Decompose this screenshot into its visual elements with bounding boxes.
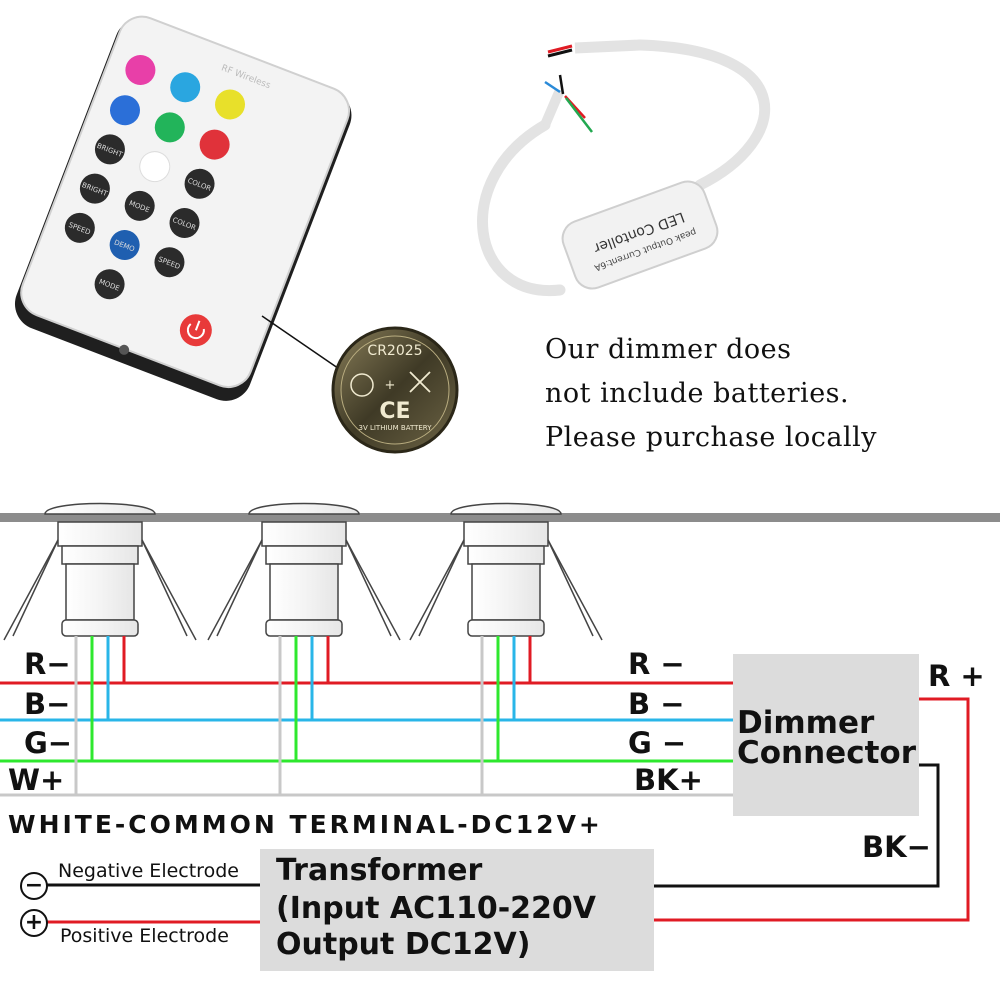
negative-symbol-icon: − [20, 872, 48, 900]
transformer-output: Output DC12V) [276, 927, 531, 962]
dimmer-title-line: Dimmer [737, 705, 875, 741]
led-controller: LED Contoller peak Output Current:6A [477, 39, 770, 296]
drop-wires [74, 636, 532, 795]
left-label-blue: B− [24, 687, 71, 721]
remote-button-demo [109, 230, 140, 261]
dimmer-connector-box: Dimmer Connector [733, 654, 919, 816]
remote-button-dark [184, 168, 215, 199]
right-label-blue: B − [628, 687, 685, 721]
ce-mark: CE [379, 399, 410, 424]
remote-button-yellow [215, 89, 246, 120]
transformer-title: Transformer [276, 853, 483, 888]
remote-button-dark [124, 190, 155, 221]
dimmer-title-line: Connector [737, 735, 916, 771]
remote-button-blue [109, 95, 140, 126]
coin-battery: CR2025 3V LITHIUM BATTERY CE + [331, 326, 459, 454]
right-label-red: R − [628, 647, 685, 681]
black-power-wire [654, 763, 940, 888]
left-label-red: R− [24, 647, 71, 681]
remote-button-dark [94, 269, 125, 300]
remote-button-green [154, 112, 185, 143]
negative-electrode-label: Negative Electrode [58, 860, 239, 882]
downlight-fixture [409, 502, 603, 641]
pointer-line [261, 315, 349, 376]
red-power-wire [654, 697, 970, 922]
remote-button-dark [169, 208, 200, 239]
power-icon [186, 323, 205, 340]
positive-electrode-label: Positive Electrode [60, 925, 229, 947]
battery-note-line: Our dimmer does [545, 334, 792, 365]
remote-button-dark [94, 134, 125, 165]
battery-note: Our dimmer does not include batteries. P… [545, 328, 877, 460]
battery-slot [119, 344, 130, 355]
output-label-r-plus: R + [928, 659, 985, 693]
remote-button-red [199, 129, 230, 160]
remote-button-dark [64, 212, 95, 243]
common-terminal-label: WHITE-COMMON TERMINAL-DC12V+ [8, 810, 603, 839]
left-label-green: G− [24, 726, 73, 760]
ceiling-line [0, 513, 1000, 522]
svg-text:+: + [385, 378, 396, 393]
remote-control: RF Wireless BRIGHT COLOR BRIGHT MODE COL… [14, 15, 352, 401]
right-label-green: G − [628, 726, 687, 760]
remote-button-white [139, 151, 171, 183]
downlight-fixture [3, 502, 197, 641]
remote-button-cyan [170, 72, 201, 103]
downlight-fixture [207, 502, 401, 641]
right-label-bk: BK+ [634, 763, 703, 797]
battery-note-line: Please purchase locally [545, 422, 878, 453]
battery-model: CR2025 [367, 343, 422, 359]
left-label-white: W+ [8, 763, 65, 797]
output-label-bk-minus: BK− [862, 830, 931, 864]
bin-crossed-icon [409, 371, 431, 393]
battery-spec: 3V LITHIUM BATTERY [358, 424, 432, 432]
positive-symbol-icon: + [20, 909, 48, 937]
transformer-input: (Input AC110-220V [276, 891, 596, 926]
transformer-box: Transformer (Input AC110-220V Output DC1… [260, 849, 654, 971]
remote-button-dark [79, 173, 110, 204]
remote-button-magenta [125, 55, 156, 86]
battery-note-line: not include batteries. [545, 378, 850, 409]
recycle-icon [350, 373, 374, 397]
remote-button-dark [154, 247, 185, 278]
